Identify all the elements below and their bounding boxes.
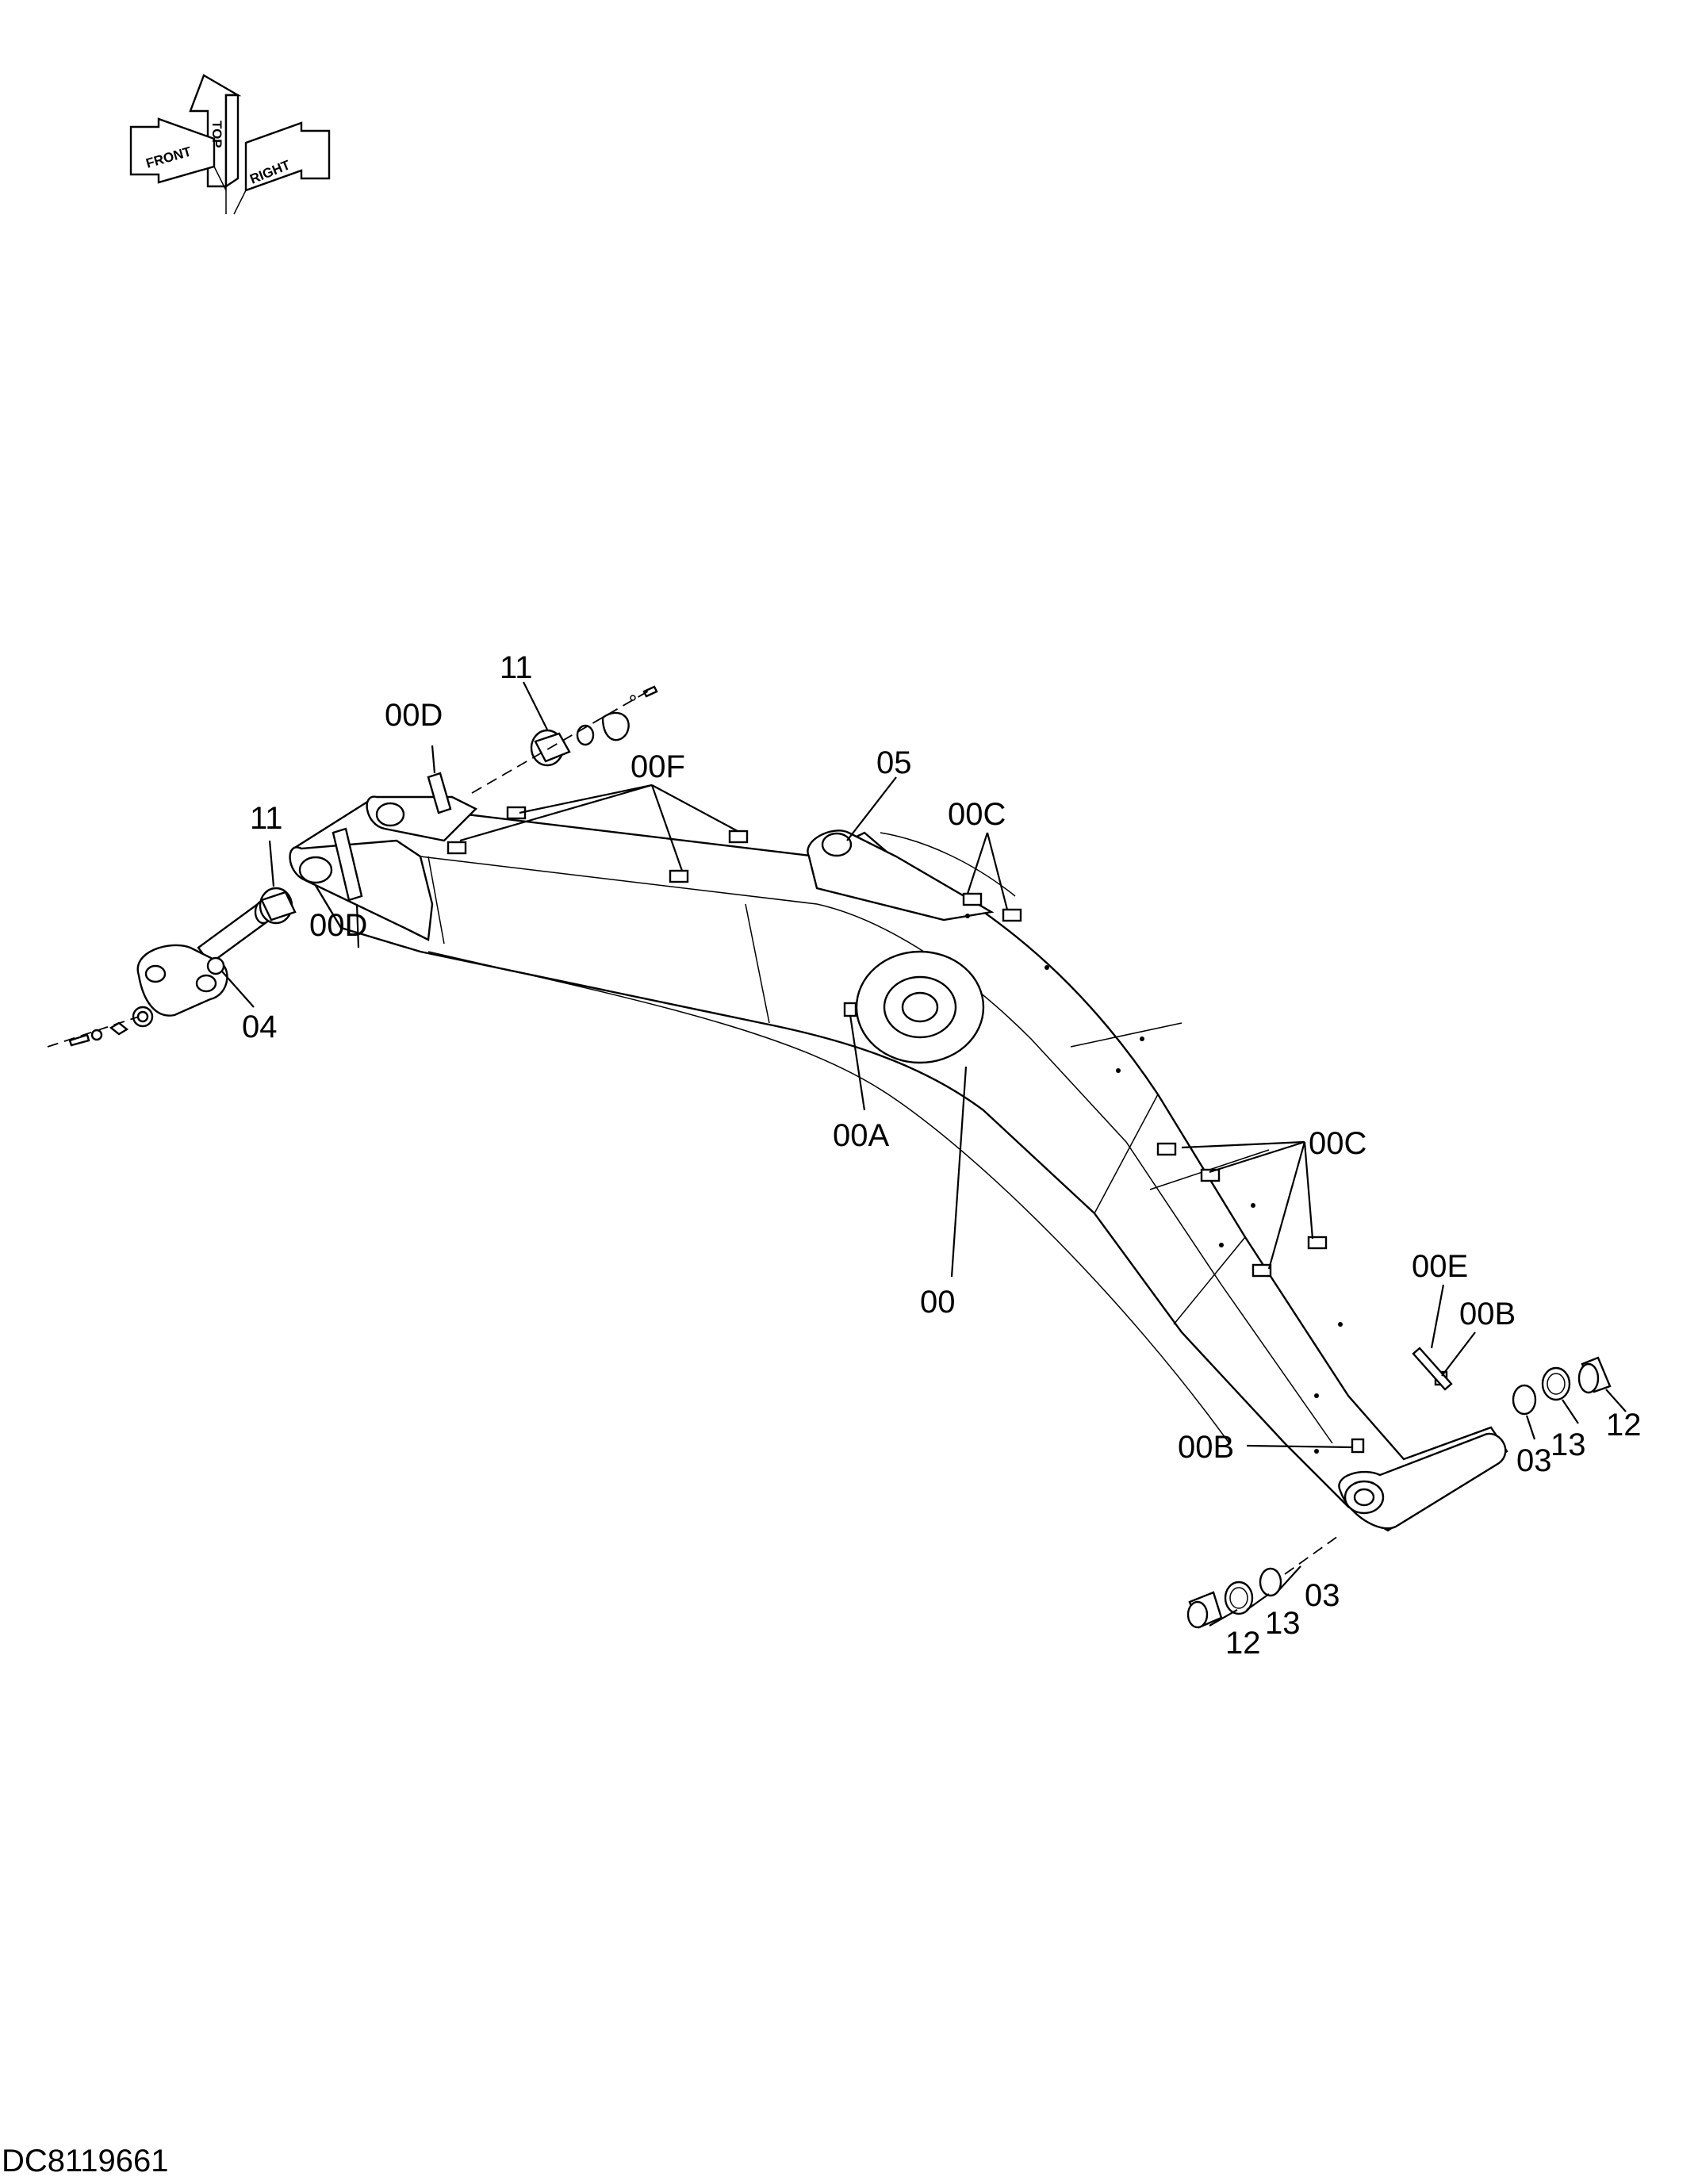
boss-pad bbox=[728, 830, 749, 844]
callout-00D-lower: 00D bbox=[309, 908, 367, 943]
boss-pad bbox=[1351, 1438, 1365, 1454]
foot-pin-assembly bbox=[47, 827, 363, 1048]
callout-00C-upper: 00C bbox=[948, 797, 1006, 832]
callout-13-lower: 13 bbox=[1265, 1606, 1301, 1641]
dowel-lower bbox=[332, 827, 363, 902]
leader-lines bbox=[221, 681, 1627, 1627]
boss-pad bbox=[1200, 1168, 1221, 1182]
drawing-code: DC8119661 bbox=[2, 2144, 169, 2178]
callout-labels: 11 00D 00F 11 00D 04 05 00C 00A 00 00C 0… bbox=[242, 650, 1642, 1661]
dowel-upper bbox=[427, 772, 452, 814]
callout-00B-lower: 00B bbox=[1178, 1430, 1234, 1465]
callout-04: 04 bbox=[242, 1010, 278, 1044]
boss-pad bbox=[843, 1002, 857, 1017]
o-ring-right bbox=[1512, 1384, 1537, 1416]
dust-seal-right bbox=[1541, 1366, 1571, 1401]
callout-00F: 00F bbox=[631, 749, 685, 784]
callout-00A: 00A bbox=[833, 1118, 889, 1153]
callout-03-lower: 03 bbox=[1305, 1578, 1340, 1613]
boss-pad bbox=[1002, 908, 1022, 922]
boss-pad bbox=[1156, 1142, 1177, 1156]
boss-pad bbox=[447, 841, 467, 855]
callout-12-lower: 12 bbox=[1225, 1626, 1261, 1661]
pipe-fitting bbox=[1412, 1347, 1453, 1391]
boom-assembly bbox=[289, 795, 1508, 1532]
callout-12-right: 12 bbox=[1606, 1408, 1642, 1443]
grease-points bbox=[965, 914, 1343, 1454]
boss-pad bbox=[669, 869, 689, 883]
callout-11-left: 11 bbox=[250, 801, 283, 836]
callout-00D-upper: 00D bbox=[385, 698, 443, 733]
cylinder-bracket bbox=[807, 830, 995, 921]
boss-pad bbox=[1307, 1236, 1328, 1250]
callout-00E: 00E bbox=[1412, 1249, 1468, 1284]
callout-00B-upper: 00B bbox=[1459, 1297, 1516, 1331]
boom-top-plate bbox=[292, 799, 1508, 1532]
boss-pad bbox=[1251, 1263, 1272, 1278]
callout-00C-lower: 00C bbox=[1309, 1126, 1366, 1161]
o-ring-lower bbox=[1259, 1567, 1282, 1597]
boss-pad bbox=[506, 806, 527, 820]
dust-seal-lower bbox=[1224, 1581, 1254, 1615]
boss-pad bbox=[962, 892, 983, 906]
tip-pin-parts bbox=[1186, 1356, 1612, 1629]
orientation-indicator: TOP FRONT RIGHT bbox=[129, 74, 331, 215]
callout-00: 00 bbox=[920, 1285, 956, 1320]
callout-11-upper: 11 bbox=[500, 650, 533, 685]
callout-13-right: 13 bbox=[1550, 1427, 1586, 1462]
callout-03-right: 03 bbox=[1516, 1443, 1552, 1478]
upper-pin-parts bbox=[427, 685, 658, 814]
orientation-top-label: TOP bbox=[209, 121, 224, 148]
callout-05: 05 bbox=[876, 745, 912, 780]
